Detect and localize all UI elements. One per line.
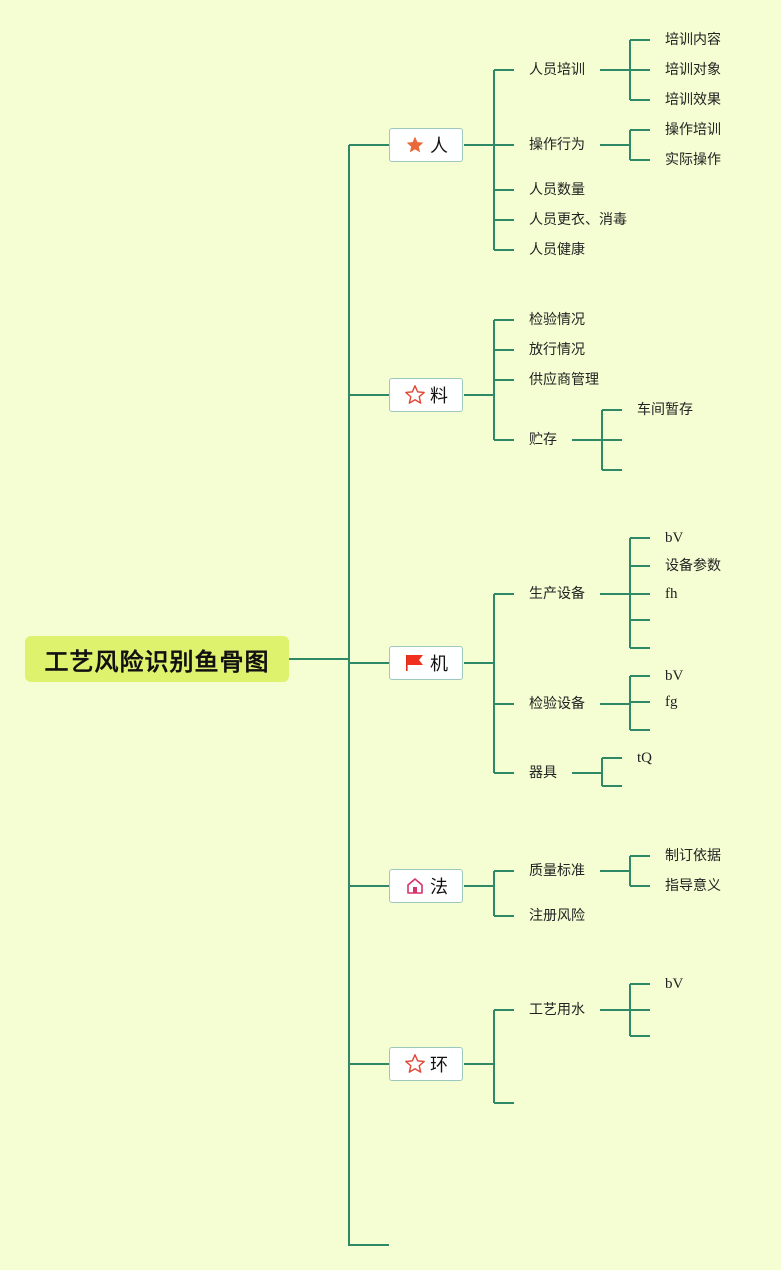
category-ji[interactable]: 机 bbox=[389, 646, 463, 680]
category-fa[interactable]: 法 bbox=[389, 869, 463, 903]
subtopic[interactable]: 人员更衣、消毒 bbox=[529, 212, 627, 228]
leaf-topic[interactable]: fh bbox=[665, 586, 678, 602]
category-label: 法 bbox=[430, 877, 448, 898]
subtopic[interactable]: 质量标准 bbox=[529, 863, 585, 879]
subtopic[interactable]: 工艺用水 bbox=[529, 1002, 585, 1018]
leaf-topic[interactable]: 设备参数 bbox=[665, 558, 721, 574]
star-outline-icon bbox=[404, 1053, 426, 1075]
category-ren[interactable]: 人 bbox=[389, 128, 463, 162]
leaf-topic[interactable]: 操作培训 bbox=[665, 122, 721, 138]
leaf-topic[interactable]: bV bbox=[665, 530, 684, 546]
leaf-topic[interactable]: bV bbox=[665, 668, 684, 684]
subtopic[interactable]: 放行情况 bbox=[529, 342, 585, 358]
category-liao[interactable]: 料 bbox=[389, 378, 463, 412]
leaf-topic[interactable]: bV bbox=[665, 976, 684, 992]
leaf-topic[interactable]: 培训对象 bbox=[665, 62, 721, 78]
leaf-topic[interactable]: 制订依据 bbox=[665, 848, 721, 864]
subtopic[interactable]: 人员健康 bbox=[529, 242, 585, 258]
leaf-topic[interactable]: 培训效果 bbox=[665, 92, 721, 108]
subtopic[interactable]: 供应商管理 bbox=[529, 372, 599, 388]
root-topic[interactable]: 工艺风险识别鱼骨图 bbox=[25, 636, 289, 682]
house-icon bbox=[404, 875, 426, 897]
subtopic[interactable]: 检验情况 bbox=[529, 312, 585, 328]
leaf-topic[interactable]: 实际操作 bbox=[665, 152, 721, 168]
subtopic[interactable]: 人员培训 bbox=[529, 62, 585, 78]
subtopic[interactable]: 生产设备 bbox=[529, 586, 585, 602]
subtopic[interactable]: 操作行为 bbox=[529, 137, 585, 153]
star-outline-icon bbox=[404, 384, 426, 406]
category-label: 机 bbox=[430, 654, 448, 675]
subtopic[interactable]: 器具 bbox=[529, 765, 557, 781]
category-label: 环 bbox=[430, 1055, 448, 1076]
category-label: 人 bbox=[430, 136, 448, 157]
flag-icon bbox=[404, 652, 426, 674]
subtopic[interactable]: 贮存 bbox=[529, 432, 557, 448]
leaf-topic[interactable]: tQ bbox=[637, 750, 652, 766]
category-huan[interactable]: 环 bbox=[389, 1047, 463, 1081]
leaf-topic[interactable]: 培训内容 bbox=[665, 32, 721, 48]
leaf-topic[interactable]: 车间暂存 bbox=[637, 402, 693, 418]
leaf-topic[interactable]: 指导意义 bbox=[665, 878, 721, 894]
star-filled-icon bbox=[404, 134, 426, 156]
category-label: 料 bbox=[430, 386, 448, 407]
subtopic[interactable]: 人员数量 bbox=[529, 182, 585, 198]
leaf-topic[interactable]: fg bbox=[665, 694, 678, 710]
subtopic[interactable]: 检验设备 bbox=[529, 696, 585, 712]
subtopic[interactable]: 注册风险 bbox=[529, 908, 585, 924]
